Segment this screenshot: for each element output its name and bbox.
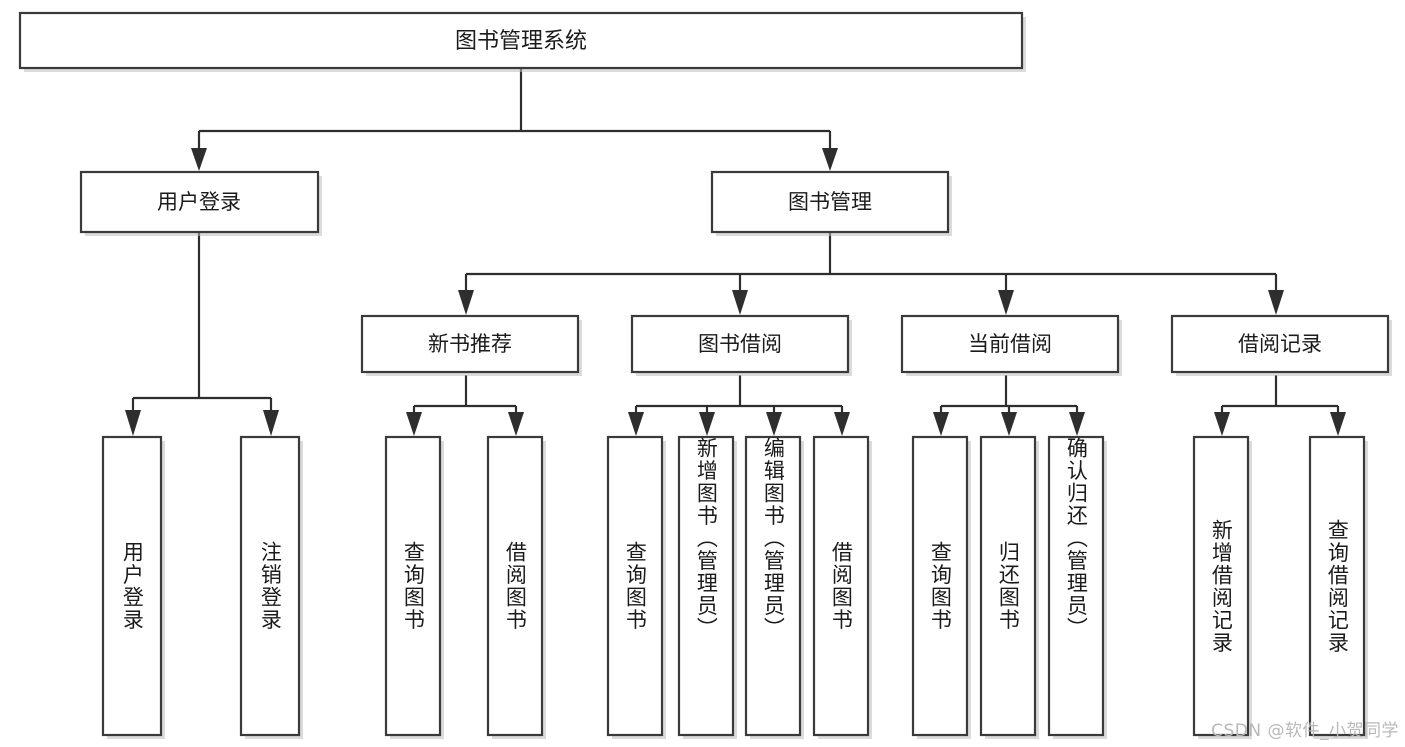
borrow-record-label: 借阅记录 <box>1238 332 1322 356</box>
leaf-query-record-box[interactable] <box>1308 435 1366 737</box>
arrow-to-leaf-query-record <box>1330 412 1346 436</box>
leaf-return-book-box[interactable] <box>979 435 1037 737</box>
arrow-to-borrow-record <box>1268 290 1284 315</box>
arrow-to-book-management <box>822 148 838 171</box>
borrow-record-box[interactable] <box>1170 314 1390 374</box>
arrow-to-new-book-recommend <box>458 290 474 315</box>
arrow-to-book-borrow <box>732 290 748 315</box>
user-login-label: 用户登录 <box>157 190 241 214</box>
leaf-user-logout-box[interactable] <box>239 435 301 737</box>
leaf-box-layer <box>101 435 1368 739</box>
arrow-to-leaf-borrow-book-2 <box>834 412 850 436</box>
leaf-query-book-1-box[interactable] <box>384 435 442 737</box>
arrow-to-leaf-user-logout <box>263 410 279 436</box>
arrow-to-leaf-add-book <box>699 412 715 436</box>
new-book-recommend-label: 新书推荐 <box>428 332 512 356</box>
arrow-to-leaf-borrow-book-1 <box>508 412 524 436</box>
arrow-to-user-login <box>191 148 207 171</box>
book-management-box[interactable] <box>710 170 950 234</box>
node-root[interactable]: 图书管理系统 <box>18 11 1026 72</box>
arrow-to-leaf-return-book <box>1001 412 1017 436</box>
arrow-to-leaf-query-book-1 <box>406 412 422 436</box>
arrow-to-current-borrow <box>998 290 1014 315</box>
node-book-management[interactable]: 图书管理 <box>710 170 952 236</box>
node-current-borrow[interactable]: 当前借阅 <box>900 314 1122 376</box>
node-book-borrow[interactable]: 图书借阅 <box>630 314 852 376</box>
book-management-label: 图书管理 <box>788 190 872 214</box>
node-user-login[interactable]: 用户登录 <box>79 170 322 236</box>
current-borrow-box[interactable] <box>900 314 1120 374</box>
arrow-to-leaf-edit-book <box>766 412 782 436</box>
leaf-add-book-box[interactable] <box>677 435 735 737</box>
node-new-book-recommend[interactable]: 新书推荐 <box>360 314 582 376</box>
current-borrow-label: 当前借阅 <box>968 332 1052 356</box>
leaf-query-book-2-box[interactable] <box>606 435 664 737</box>
leaf-borrow-book-2-box[interactable] <box>812 435 870 737</box>
book-borrow-box[interactable] <box>630 314 850 374</box>
arrow-to-leaf-query-book-3 <box>933 412 949 436</box>
book-borrow-label: 图书借阅 <box>698 332 782 356</box>
arrow-to-leaf-user-login <box>125 410 141 436</box>
node-borrow-record[interactable]: 借阅记录 <box>1170 314 1392 376</box>
arrow-to-leaf-query-book-2 <box>628 412 644 436</box>
leaf-borrow-book-1-box[interactable] <box>486 435 544 737</box>
connector-layer <box>125 69 1346 436</box>
leaf-confirm-return-box[interactable] <box>1047 435 1105 737</box>
new-book-recommend-box[interactable] <box>360 314 580 374</box>
user-login-box[interactable] <box>79 170 320 234</box>
watermark-text: CSDN @软件_小贺同学 <box>1211 721 1399 741</box>
arrow-to-leaf-confirm-return <box>1069 412 1085 436</box>
leaf-user-login-box[interactable] <box>101 435 163 737</box>
leaf-edit-book-box[interactable] <box>744 435 802 737</box>
leaf-query-book-3-box[interactable] <box>911 435 969 737</box>
arrow-to-leaf-add-record <box>1214 412 1230 436</box>
leaf-add-record-box[interactable] <box>1192 435 1250 737</box>
root-box[interactable] <box>18 11 1024 70</box>
root-label: 图书管理系统 <box>455 29 587 54</box>
